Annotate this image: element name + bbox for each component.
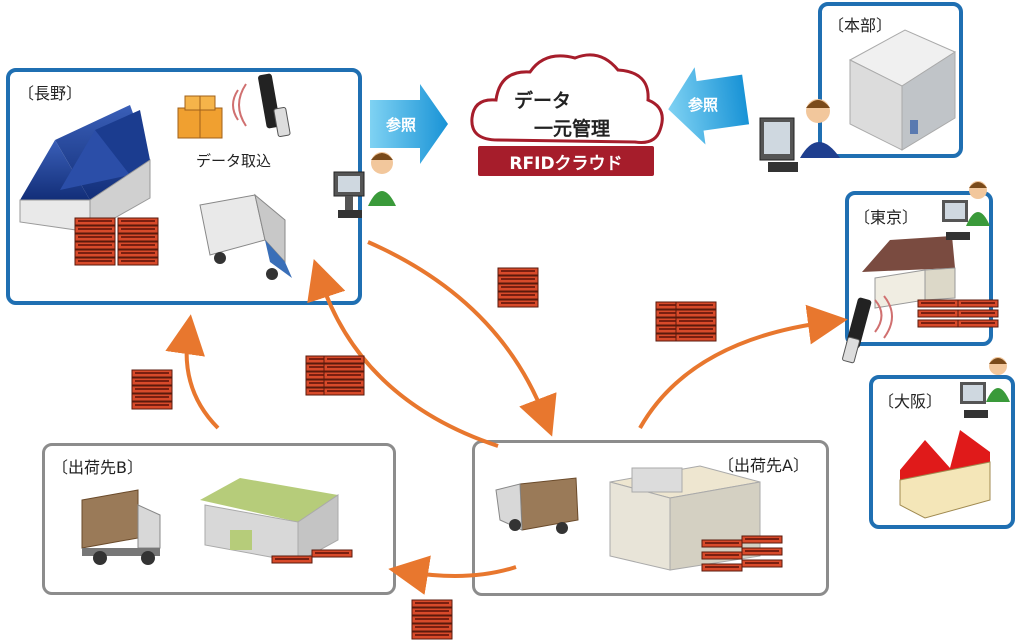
pallet-stack-icon [917, 299, 999, 328]
office-building-icon [609, 465, 761, 571]
refer-label-right: 参照 [688, 96, 719, 114]
operator-icon [333, 152, 396, 218]
nagano-label: 〔長野〕 [18, 84, 83, 103]
operator-icon [960, 357, 1010, 418]
rfid-reader-icon [842, 295, 893, 364]
pallet-stack-icon [701, 535, 783, 572]
flow-arrows [165, 240, 848, 595]
shukka-a-label: 〔出荷先A〕 [718, 456, 809, 475]
house-icon [862, 236, 956, 309]
cardboard-boxes-icon [177, 95, 223, 139]
cloud-title-line1: データ [514, 90, 572, 112]
data-import-caption: データ取込 [196, 152, 272, 170]
pallet-stack-icon [132, 370, 172, 409]
office-building-icon [848, 29, 957, 151]
arrow-nagano-to-a [367, 240, 557, 437]
arrow-a-to-nagano [307, 258, 499, 448]
pallet-stack-icon [412, 600, 452, 639]
refer-arrow-left [370, 84, 448, 164]
pallet-stack-icon [656, 302, 716, 341]
factory-icon [899, 430, 991, 519]
honbu-label: 〔本部〕 [828, 16, 893, 35]
rfid-reader-icon [232, 73, 291, 138]
shukka-b-label: 〔出荷先B〕 [52, 458, 143, 477]
refer-arrow-right [668, 67, 750, 145]
pallet-stack-icon [74, 218, 159, 266]
truck-icon [199, 193, 292, 280]
operator-icon [942, 181, 990, 240]
arrow-a-to-tokyo [638, 304, 848, 429]
warehouse-icon [200, 478, 339, 563]
osaka-label: 〔大阪〕 [878, 392, 943, 411]
warehouse-icon [19, 105, 151, 233]
arrow-a-to-b [388, 555, 517, 595]
pallet-stack-icon [306, 356, 364, 395]
cloud-banner: RFIDクラウド [509, 154, 623, 174]
pallet-stack-icon [498, 268, 538, 307]
tokyo-label: 〔東京〕 [854, 208, 919, 227]
truck-icon [81, 489, 161, 565]
truck-icon [495, 477, 579, 534]
refer-label-left: 参照 [386, 116, 417, 134]
cloud-icon [470, 53, 664, 176]
arrow-b-to-nagano [165, 314, 220, 430]
operator-icon [759, 99, 840, 172]
cloud-title-line2: 一元管理 [534, 118, 611, 140]
